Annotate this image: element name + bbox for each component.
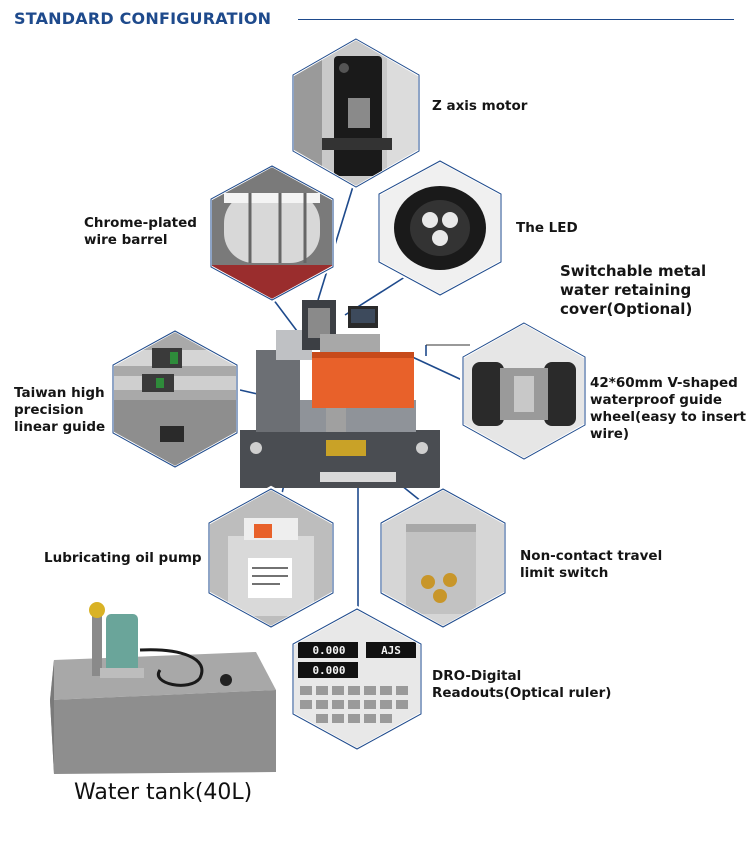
label-guide-wheel: 42*60mm V-shaped waterproof guide wheel(… [590,375,746,442]
dro-x-readout: 0.000 [312,644,346,657]
label-oil-pump: Lubricating oil pump [44,550,202,566]
label-wire-barrel: Chrome-plated wire barrel [84,215,197,248]
label-led: The LED [516,220,578,236]
label-z-axis-motor: Z axis motor [432,98,528,114]
hex-linear-guide [110,327,240,471]
label-limit-switch: Non-contact travel limit switch [520,548,663,581]
label-water-tank: Water tank(40L) [74,780,253,805]
hex-limit-switch [378,485,508,631]
water-tank-image [40,588,280,783]
hex-oil-pump [206,485,336,631]
dro-text-readout: AJS [381,644,401,657]
label-dro: DRO-Digital Readouts(Optical ruler) [432,668,612,701]
hex-guide-wheel [460,319,588,463]
header-divider [298,19,734,20]
hex-wire-barrel [208,162,336,304]
hex-led [376,157,504,299]
page-title: STANDARD CONFIGURATION [14,9,272,28]
header: STANDARD CONFIGURATION [0,0,750,36]
label-linear-guide: Taiwan high precision linear guide [14,385,106,435]
hex-dro [290,605,424,753]
dro-y-readout: 0.000 [312,664,346,677]
label-water-cover: Switchable metal water retaining cover(O… [560,262,707,318]
hex-z-axis-motor [290,35,422,191]
wire-edm-machine [236,290,446,495]
